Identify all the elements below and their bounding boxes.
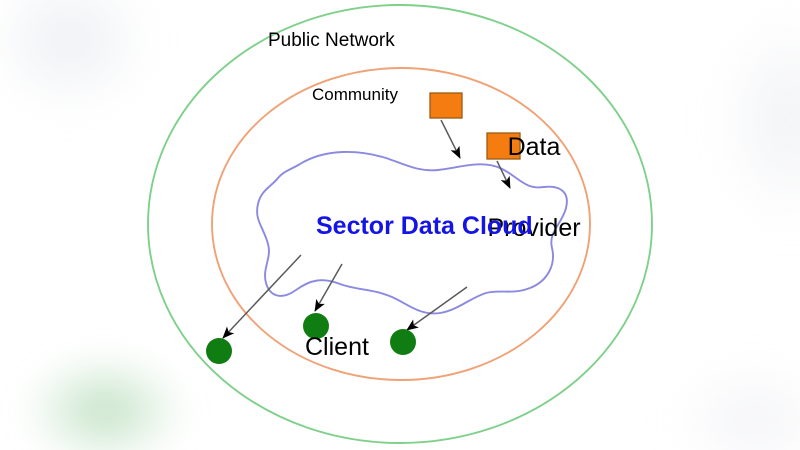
community-boundary: [211, 67, 591, 381]
client-label: Client: [305, 333, 369, 361]
client-node-1[interactable]: [206, 338, 232, 364]
public-network-label: Public Network: [268, 30, 395, 51]
community-label: Community: [312, 85, 398, 104]
arrow-cloud-to-client1: [222, 254, 302, 339]
data-provider-label-line1: Data: [507, 133, 561, 161]
sector-data-cloud-label: Sector Data Cloud: [316, 212, 533, 240]
data-provider-label-line2: Provider: [487, 214, 581, 242]
arrow-provider2-to-cloud: [496, 160, 511, 189]
data-provider-label: Data Provider: [484, 80, 584, 296]
arrow-cloud-to-client2: [314, 263, 343, 312]
data-provider-node-1[interactable]: [429, 92, 463, 119]
client-node-2[interactable]: [303, 313, 329, 339]
arrow-provider1-to-cloud: [440, 119, 461, 159]
client-node-3[interactable]: [390, 329, 416, 355]
sector-data-cloud-boundary: [256, 151, 568, 315]
public-network-boundary: [147, 4, 653, 444]
arrow-cloud-to-client3: [406, 286, 468, 331]
data-provider-node-2[interactable]: [486, 132, 521, 160]
